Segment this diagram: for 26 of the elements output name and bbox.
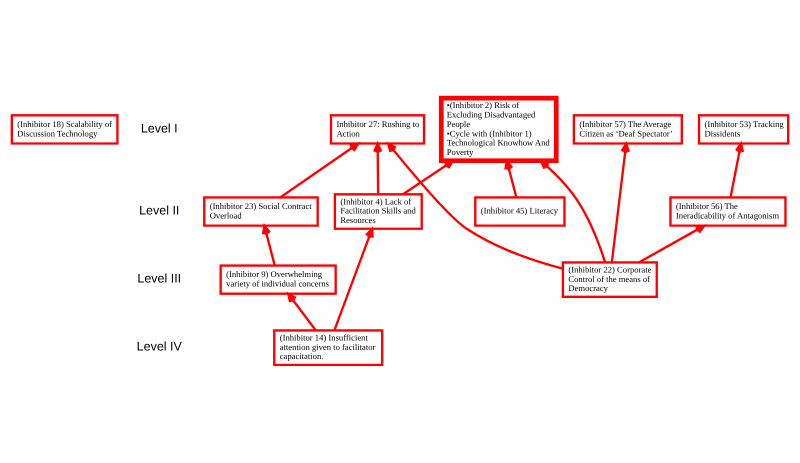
node-box: (Inhibitor 22) Corporate Control of the means of Democracy (562, 261, 658, 298)
node-box: (Inhibitor 9) Overwhelming variety of individual concerns (220, 264, 337, 295)
arrow (287, 292, 317, 332)
node-box: (Inhibitor 4) Lack of Facilitation Skills and Resources (334, 193, 423, 230)
label: Level III (137, 272, 182, 286)
node-box: (Inhibitor 14) Insufficient attention given to facilitator capacitation. (273, 329, 384, 366)
arrow (638, 224, 706, 264)
arrow (333, 228, 374, 331)
node-box: (Inhibitor 57) The Average Citizen as ‘Deaf Spectator’ (572, 114, 683, 145)
label: Level IV (136, 340, 182, 354)
label: Level I (140, 121, 178, 136)
node-box: •(Inhibitor 2) Risk of Excluding Disadvantaged People •Cycle with (Inhibitor 1) Technological Knowhow And Poverty (438, 96, 559, 164)
node-box: (Inhibitor 45) Literacy (474, 196, 566, 227)
label: Level II (139, 204, 180, 218)
node-box: (Inhibitor 53) Tracking Dissidents (698, 114, 790, 145)
node-box: (Inhibitor 18) Scalability of Discussion Technology (10, 114, 119, 145)
arrow (387, 142, 563, 270)
arrow (729, 142, 744, 198)
node-box: Inhibitor 27: Rushing to Action (330, 114, 426, 145)
arrow (280, 142, 360, 198)
node-box: (Inhibitor 23) Social Contract Overload (203, 196, 319, 227)
arrow (610, 142, 630, 262)
node-box: (Inhibitor 56) The Ineradicability of Antagonism (669, 196, 787, 227)
arrow (504, 160, 518, 198)
arrow (262, 224, 276, 266)
arrow (373, 142, 382, 194)
